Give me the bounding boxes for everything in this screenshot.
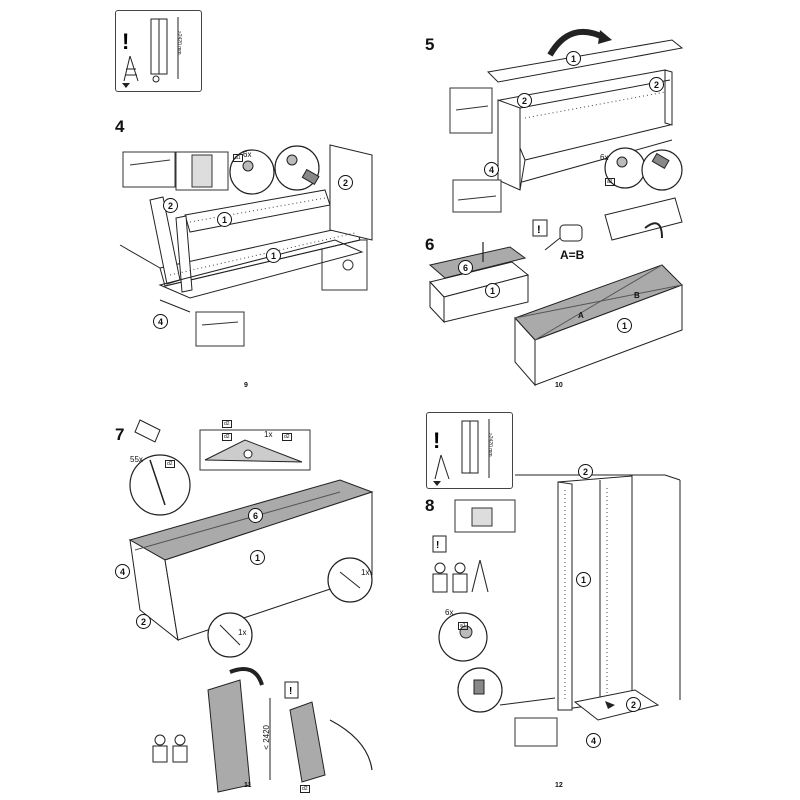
page-number: 11 [244,782,252,789]
page-10: 5 1 2 2 4 6x a1 6 ! [400,0,800,400]
ladder-height-illustration: ! [433,419,490,486]
page-9: ! ≥2420 mm. 4 [0,0,400,400]
part-badge-2: 2 [136,614,151,629]
step-number: 8 [425,496,435,515]
part-badge-2: 2 [338,175,353,190]
svg-text:!: ! [537,224,541,236]
step-8-assembly-drawing: ! [432,474,681,747]
screw-count-label: 6x [243,150,252,159]
height-limit-label: < 2420 [262,725,271,750]
hardware-ref-label: d2 [222,433,232,441]
step-number: 4 [115,117,125,136]
part-badge-2: 2 [163,198,178,213]
hardware-ref-label: a1 [233,154,243,162]
page-11: 7 ! 6 1 4 2 55x 1x 1x 1x [0,400,400,800]
svg-text:!: ! [433,428,440,453]
part-badge-6: 6 [248,508,263,523]
part-badge-2: 2 [517,93,532,108]
nail-count-label: 55x [130,455,143,464]
part-badge-1: 1 [266,248,281,263]
step-number: 7 [115,425,125,444]
ceiling-height-warning-panel: ! ≥2420 mm. [426,412,513,489]
part-badge-2: 2 [626,697,641,712]
nail-count-label: 1x [238,628,247,637]
screw-count-label: 6x [445,608,454,617]
svg-text:!: ! [122,29,129,54]
ceiling-height-warning-panel: ! ≥2420 mm. [115,10,202,92]
step-5-assembly-drawing [449,28,684,213]
svg-text:!: ! [436,540,439,551]
page-number: 10 [555,382,563,389]
diagonal-label-b: B [634,291,640,300]
step-7-assembly-drawing: ! [128,419,374,793]
part-badge-4: 4 [153,314,168,329]
page-number: 12 [555,782,563,789]
step-4-assembly-drawing [119,144,373,347]
screw-count-label: 6x [600,153,609,162]
hardware-ref-label: d2 [165,460,175,468]
part-badge-1: 1 [617,318,632,333]
part-badge-2: 2 [649,77,664,92]
height-label: ≥2420 mm. [487,433,493,458]
part-badge-1: 1 [566,51,581,66]
page-12: ! ≥2420 mm. 8 ! [400,400,800,800]
part-badge-4: 4 [115,564,130,579]
svg-text:!: ! [289,686,292,697]
hardware-ref-label: d2 [282,433,292,441]
diagonal-equation: A=B [560,248,585,262]
part-badge-4: 4 [484,162,499,177]
part-badge-1: 1 [485,283,500,298]
hardware-ref-label: d2 [222,420,232,428]
step-6-assembly-drawing: ! [428,197,683,387]
part-badge-6: 6 [458,260,473,275]
part-badge-1: 1 [250,550,265,565]
part-badge-1: 1 [576,572,591,587]
part-badge-4: 4 [586,733,601,748]
hardware-ref-label: d2 [300,785,310,793]
part-badge-2: 2 [578,464,593,479]
page-number: 9 [244,382,248,389]
diagonal-label-a: A [578,311,584,320]
step-number: 5 [425,35,435,54]
part-badge-1: 1 [217,212,232,227]
nail-count-label: 1x [361,568,370,577]
hardware-ref-label: a1 [458,622,468,630]
ladder-height-illustration: ! [122,17,179,88]
height-label: ≥2420 mm. [176,31,182,56]
nail-count-label: 1x [264,430,273,439]
hardware-ref-label: a1 [605,178,615,186]
step-number: 6 [425,235,435,254]
